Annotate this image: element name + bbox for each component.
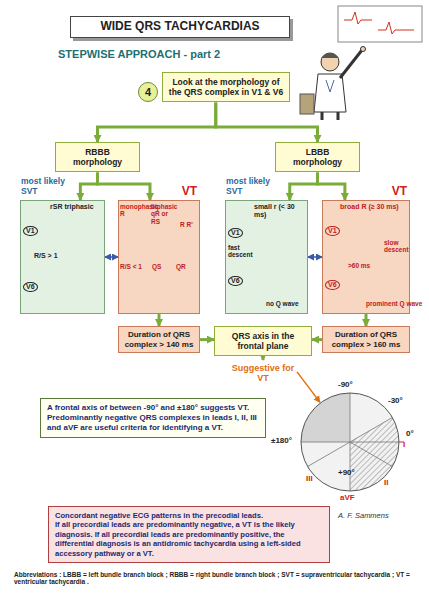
connector — [98, 172, 150, 200]
label: QR — [176, 263, 186, 270]
label: >60 ms — [348, 262, 370, 269]
node-text: Predominantly negative QRS complexes in … — [47, 413, 259, 433]
process-box: LBBB morphology — [275, 142, 360, 172]
label: biphasic qR or RS — [151, 203, 177, 225]
axis-circle-ground — [301, 393, 399, 491]
label: Abbreviations : LBBB = left bundle branc… — [14, 571, 414, 586]
label: rSR triphasic — [50, 203, 98, 211]
axis-circle: -90°-30°0°±180°+90°IIIIIIaVF — [300, 392, 400, 492]
connector — [290, 172, 318, 200]
label: slow descent — [384, 239, 410, 254]
label: R R' — [180, 221, 193, 228]
result-text: Suggestive for VT — [229, 360, 297, 384]
node-text: aVF — [340, 493, 355, 502]
process-box: QRS axis in the frontal plane — [214, 326, 312, 356]
label: fast descent — [228, 244, 259, 259]
connector — [297, 372, 320, 402]
node-text: I — [403, 440, 405, 449]
axis-lines — [301, 393, 400, 491]
connector — [200, 338, 214, 341]
criteria-panel: VT — [322, 200, 410, 314]
process-box: Duration of QRS complex > 140 ms — [118, 326, 200, 353]
step-number: 4 — [138, 82, 158, 102]
connector — [98, 102, 216, 142]
node-text: Duration of QRS complex > 160 ms — [326, 330, 406, 349]
label: R/S < 1 — [120, 263, 142, 270]
lead-name: V6 — [228, 276, 243, 286]
node-text: III — [306, 474, 313, 483]
node-text: RBBB morphology — [60, 147, 135, 167]
label: prominent Q wave — [366, 300, 422, 307]
axis-circle-border — [301, 393, 399, 491]
node-text: If all precordial leads are predominantl… — [55, 520, 323, 558]
lead-name: V6 — [23, 282, 38, 292]
node-text: 0° — [406, 429, 414, 438]
label: no Q wave — [266, 300, 299, 307]
lead-name: V6 — [325, 280, 340, 290]
process-box: RBBB morphology — [55, 142, 140, 172]
connector — [80, 172, 97, 200]
connector — [158, 314, 161, 326]
node-text: QRS axis in the frontal plane — [219, 331, 307, 351]
node-text: Concordant negative ECG patterns in the … — [55, 511, 323, 520]
axis-circle-outline — [300, 392, 400, 492]
node-text: ±180° — [271, 436, 292, 445]
process-box: Duration of QRS complex > 160 ms — [322, 326, 410, 353]
node-text: LBBB morphology — [280, 147, 355, 167]
node-text: II — [384, 478, 388, 487]
connector — [318, 172, 345, 200]
node-text: Look at the morphology of the QRS comple… — [167, 77, 285, 97]
doctor-cartoon — [300, 6, 422, 120]
node-text: 4 — [145, 86, 151, 98]
label: STEPWISE APPROACH - part 2 — [58, 48, 220, 61]
label: monophasic R — [120, 203, 152, 218]
node-text: VT — [182, 184, 197, 198]
label: R/S > 1 — [34, 252, 58, 260]
connector — [312, 338, 322, 341]
connector — [262, 356, 265, 360]
note-box: A frontal axis of between -90° and ±180°… — [40, 398, 266, 438]
connector — [365, 314, 368, 326]
criteria-panel: most likely SVT — [20, 200, 105, 314]
connector — [216, 102, 318, 142]
connector — [308, 256, 322, 258]
title-box: WIDE QRS TACHYCARDIAS — [70, 16, 290, 38]
process-box: Look at the morphology of the QRS comple… — [162, 72, 290, 102]
connector — [105, 256, 118, 258]
label: A. F. Sammens — [338, 512, 389, 521]
vt-sector — [301, 393, 350, 442]
node-text: -90° — [338, 380, 353, 389]
lead-name: V1 — [325, 226, 340, 236]
node-text: -30° — [388, 396, 403, 405]
node-text: Duration of QRS complex > 140 ms — [122, 330, 196, 349]
label: broad R (≥ 30 ms) — [340, 203, 406, 211]
label: QS — [152, 263, 161, 270]
node-text: +90° — [338, 468, 355, 477]
lead-name: V1 — [228, 228, 243, 238]
lead-name: V1 — [23, 226, 38, 236]
node-text: A frontal axis of between -90° and ±180°… — [47, 403, 259, 413]
label: small r (< 30 ms) — [254, 203, 306, 219]
note-box: Concordant negative ECG patterns in the … — [48, 506, 330, 563]
normal-sector — [350, 418, 399, 492]
node-text: most likely SVT — [21, 177, 75, 197]
node-text: most likely SVT — [226, 177, 280, 197]
node-text: Suggestive for VT — [229, 363, 297, 384]
node-text: VT — [392, 184, 407, 198]
